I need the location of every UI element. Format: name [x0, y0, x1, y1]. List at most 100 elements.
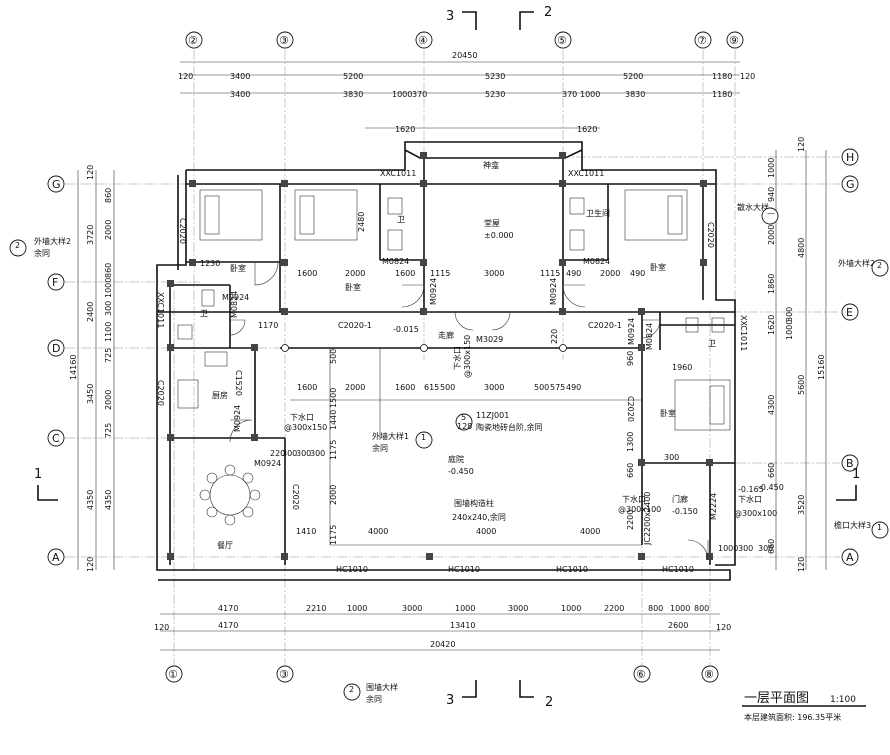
top-dim-5: 5200 — [623, 72, 643, 81]
axis-top-6: ⑨ — [729, 34, 739, 47]
structural-columns — [167, 152, 713, 560]
inner-h1-7: 490 — [566, 269, 581, 278]
top-dim-3: 5200 — [343, 72, 363, 81]
axis-top-1: ② — [188, 34, 198, 47]
axis-bottom-2: ③ — [279, 668, 289, 681]
axis-top-3: ④ — [418, 34, 428, 47]
bottom-dim2-5: 120 — [716, 623, 731, 632]
axis-bubbles-left: G F D C A — [47, 175, 65, 566]
inner-h2-5: 500 — [440, 383, 455, 392]
room-bath-3: 卫 — [200, 309, 208, 318]
axis-bubbles-right: H G E B A — [841, 148, 859, 566]
level-b: -0.450 — [758, 483, 784, 492]
window-c2020-4: C2020 — [291, 484, 300, 510]
axis-right-2: G — [846, 178, 855, 191]
window-xxc-1: XXC1011 — [380, 169, 416, 178]
opening-labels: XXC1011 XXC1011 XXC1011 XXC1011 C2020 C2… — [156, 169, 748, 574]
axis-top-2: ③ — [279, 34, 289, 47]
room-hall: 堂屋 — [484, 218, 500, 228]
inner-h1-6: 1115 — [540, 269, 560, 278]
downpipe-size-2: @300x150 — [463, 335, 472, 378]
title-block: 一层平面图 1:100 本层建筑面积: 196.35平米 — [742, 691, 866, 722]
bottom-dim2-4: 2600 — [668, 621, 688, 630]
entrance-level: -0.150 — [672, 507, 698, 516]
top-dim-7: 120 — [740, 72, 755, 81]
door-m0924-1: M0924 — [222, 293, 249, 302]
wall-detail: 围墙大样 — [366, 682, 398, 692]
window-c2020-3: C2020 — [156, 380, 165, 406]
downpipe-size-1: @300x150 — [284, 423, 327, 432]
right-inner-4: 1860 — [767, 274, 776, 294]
top-bay-dim-1: 1620 — [395, 125, 415, 134]
misc-660: 660 — [626, 463, 635, 478]
right-end-top: 120 — [797, 137, 806, 152]
right-inner-2: 940 — [767, 187, 776, 202]
bottom-total-dim: 20420 — [430, 640, 455, 649]
left-outer-2: 2400 — [86, 302, 95, 322]
room-labels: 神龛 堂屋 ±0.000 卧室 卧室 卧室 卧室 卫 卫生间 卫 卫 厨房 餐厅… — [200, 160, 784, 550]
area-note: 本层建筑面积: 196.35平米 — [744, 712, 841, 722]
downpipe-size-3: @300x100 — [618, 505, 661, 514]
inner-h2-1: 1600 — [297, 383, 317, 392]
top-dim2-2: 3830 — [343, 90, 363, 99]
right-total-dim: 15160 — [817, 355, 826, 380]
ref-page: 128 — [457, 422, 472, 431]
bottom-dim-5: 1000 — [455, 604, 475, 613]
right-end-bottom: 120 — [797, 557, 806, 572]
inner-h1-8: 2000 — [600, 269, 620, 278]
ref-note: 陶瓷地砖台阶,余同 — [476, 422, 543, 432]
misc-1440: 1440 — [329, 410, 338, 430]
notes: 下水口 @300x150 下水口 @300x150 下水口 @300x100 下… — [9, 202, 889, 704]
inner-h3-2: 4000 — [368, 527, 388, 536]
misc-1175-a: 1175 — [329, 440, 338, 460]
section-label-3-bottom: 3 — [446, 693, 454, 708]
room-bedroom-3: 卧室 — [650, 262, 666, 272]
misc-960: 960 — [626, 351, 635, 366]
room-bath-4: 卫 — [708, 339, 716, 348]
door-m0824-3: M0824 — [230, 291, 239, 318]
bottom-dim2-1: 120 — [154, 623, 169, 632]
drawing-title: 一层平面图 — [744, 691, 809, 706]
right-inner-8: 4300 — [767, 395, 776, 415]
svg-text:1: 1 — [852, 467, 860, 482]
misc-1960: 1960 — [672, 363, 692, 372]
room-bath-2: 卫生间 — [586, 208, 610, 218]
inner-h3-3: 4000 — [476, 527, 496, 536]
section-label-2-bottom: 2 — [545, 695, 553, 710]
svg-text:2: 2 — [15, 241, 20, 250]
inner-h2-3: 1600 — [395, 383, 415, 392]
downpipe-size-4: @300x100 — [734, 509, 777, 518]
top-dim-4: 5230 — [485, 72, 505, 81]
right-inner-10: 660 — [767, 539, 776, 554]
axis-bubbles-bottom: ① ③ ⑥ ⑧ — [165, 665, 719, 683]
window-c2020-1-right: C2020-1 — [588, 321, 622, 330]
axis-right-1: H — [846, 151, 854, 164]
ref-no: 5 — [461, 413, 466, 422]
door-m3029: M3029 — [476, 335, 503, 344]
axis-bottom-1: ① — [168, 668, 178, 681]
top-dim2-3: 1000 — [392, 90, 412, 99]
left-end-top: 120 — [86, 165, 95, 180]
svg-text:1: 1 — [34, 467, 42, 482]
window-c2020-2: C2020 — [706, 222, 715, 248]
same-1: 余同 — [34, 248, 50, 258]
inner-h2-2: 2000 — [345, 383, 365, 392]
top-dimensions: 20450 120 3400 5200 5230 5200 1180 120 3… — [178, 51, 755, 134]
top-dim2-8: 3830 — [625, 90, 645, 99]
top-dim2-4: 370 — [412, 90, 427, 99]
inner-h1-2: 2000 — [345, 269, 365, 278]
window-c1520: C1520 — [234, 370, 243, 396]
section-marker-bottom: 3 2 — [446, 680, 553, 710]
corridor-level: -0.015 — [393, 325, 419, 334]
furniture — [177, 189, 731, 526]
top-bay-dim-2: 1620 — [577, 125, 597, 134]
room-dining: 餐厅 — [217, 541, 233, 550]
door-m0924-5: M0924 — [233, 405, 242, 432]
bottom-dim-9: 800 — [648, 604, 663, 613]
top-total-dim: 20450 — [452, 51, 477, 60]
misc-300-c: 300 — [738, 544, 753, 553]
left-outer-3: 3450 — [86, 384, 95, 404]
bottom-dim-6: 3000 — [508, 604, 528, 613]
window-xxc-2: XXC1011 — [568, 169, 604, 178]
misc-1170: 1170 — [258, 321, 278, 330]
